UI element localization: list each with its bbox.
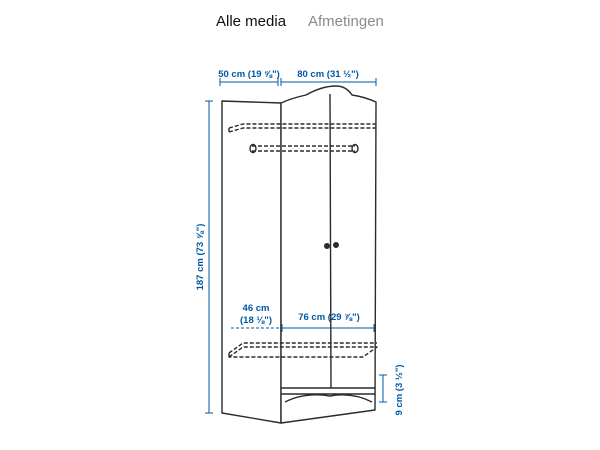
- depth-dimension-label: 50 cm (19 ⅝"): [218, 69, 280, 80]
- inner-depth-label-line2: (18 ⅛"): [240, 315, 272, 326]
- height-dimension-label: 187 cm (73 ⅝"): [195, 224, 206, 291]
- tab-dimensions[interactable]: Afmetingen: [308, 13, 384, 30]
- inner-depth-label-line1: 46 cm: [243, 303, 270, 314]
- inner-width-dimension-label: 76 cm (29 ⅞"): [298, 312, 360, 323]
- width-dimension-label: 80 cm (31 ½"): [297, 69, 359, 80]
- media-tab-bar: Alle media Afmetingen: [0, 10, 600, 36]
- tab-all-media[interactable]: Alle media: [216, 13, 287, 30]
- dimension-lines: [205, 78, 387, 414]
- wardrobe-illustration: [221, 85, 378, 424]
- plinth-height-dimension-label: 9 cm (3 ½"): [394, 365, 405, 416]
